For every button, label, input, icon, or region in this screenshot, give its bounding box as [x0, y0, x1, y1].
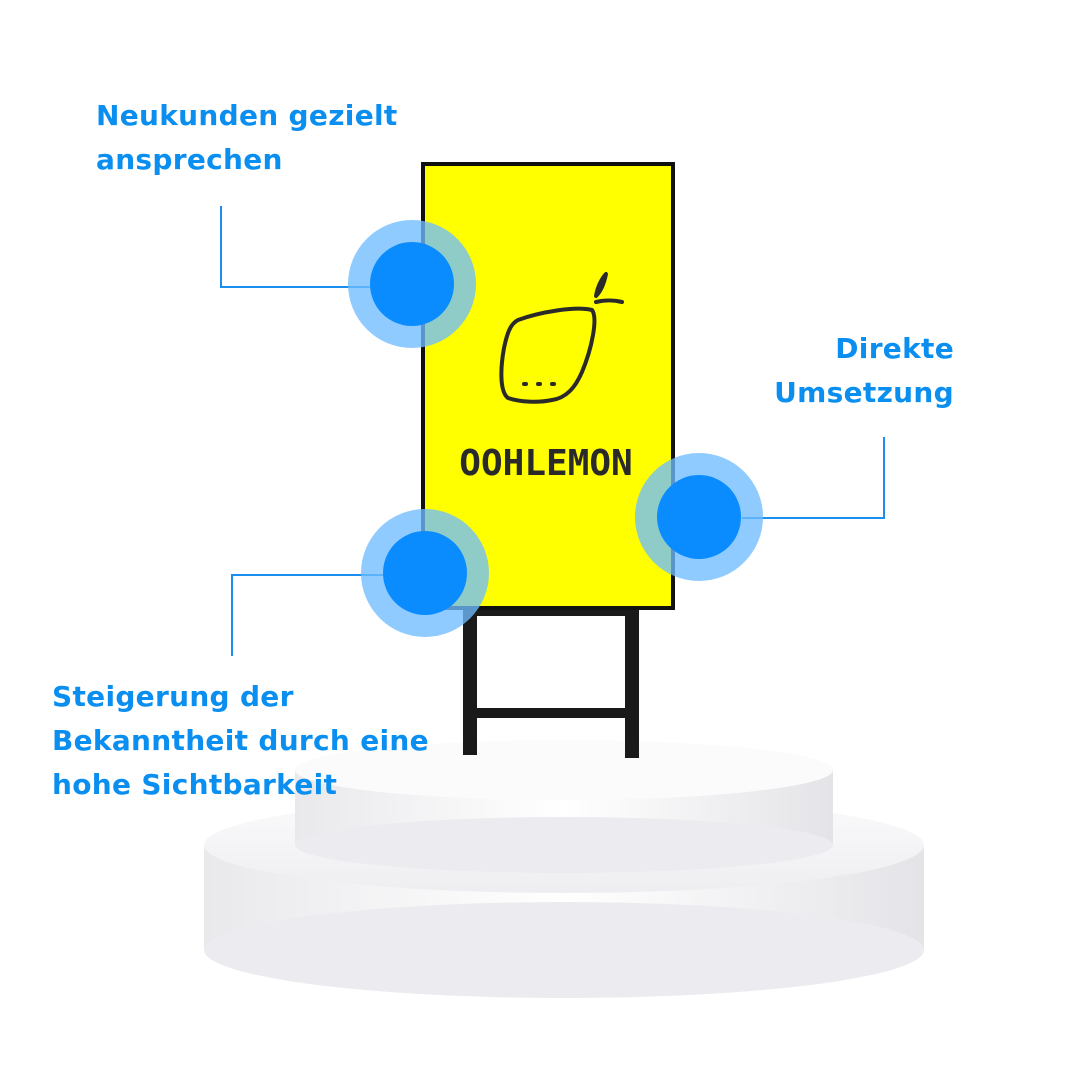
callout-line: Bekanntheit durch eine: [52, 724, 429, 757]
connector-direct: [742, 437, 885, 519]
connector-awareness: [231, 574, 385, 656]
marker-direct: [635, 453, 763, 581]
connector-new-customers: [220, 206, 370, 288]
lemon-logo-icon: [499, 272, 624, 404]
connector-lines: [220, 206, 885, 656]
podium-upper: [295, 740, 833, 873]
marker-awareness: [361, 509, 489, 637]
callout-line: Direkte: [835, 332, 954, 365]
marker-new-customers: [348, 220, 476, 348]
callout-direct-implementation: Direkte Umsetzung: [774, 327, 954, 415]
callout-line: Umsetzung: [774, 376, 954, 409]
callout-new-customers: Neukunden gezielt ansprechen: [96, 94, 398, 182]
callout-awareness: Steigerung der Bekanntheit durch eine ho…: [52, 675, 429, 807]
callout-line: ansprechen: [96, 143, 283, 176]
brand-wordmark: OOHLEMON: [459, 443, 632, 484]
callout-line: Neukunden gezielt: [96, 99, 398, 132]
callout-line: Steigerung der: [52, 680, 294, 713]
callout-line: hohe Sichtbarkeit: [52, 768, 338, 801]
sign-stand: [463, 608, 639, 758]
